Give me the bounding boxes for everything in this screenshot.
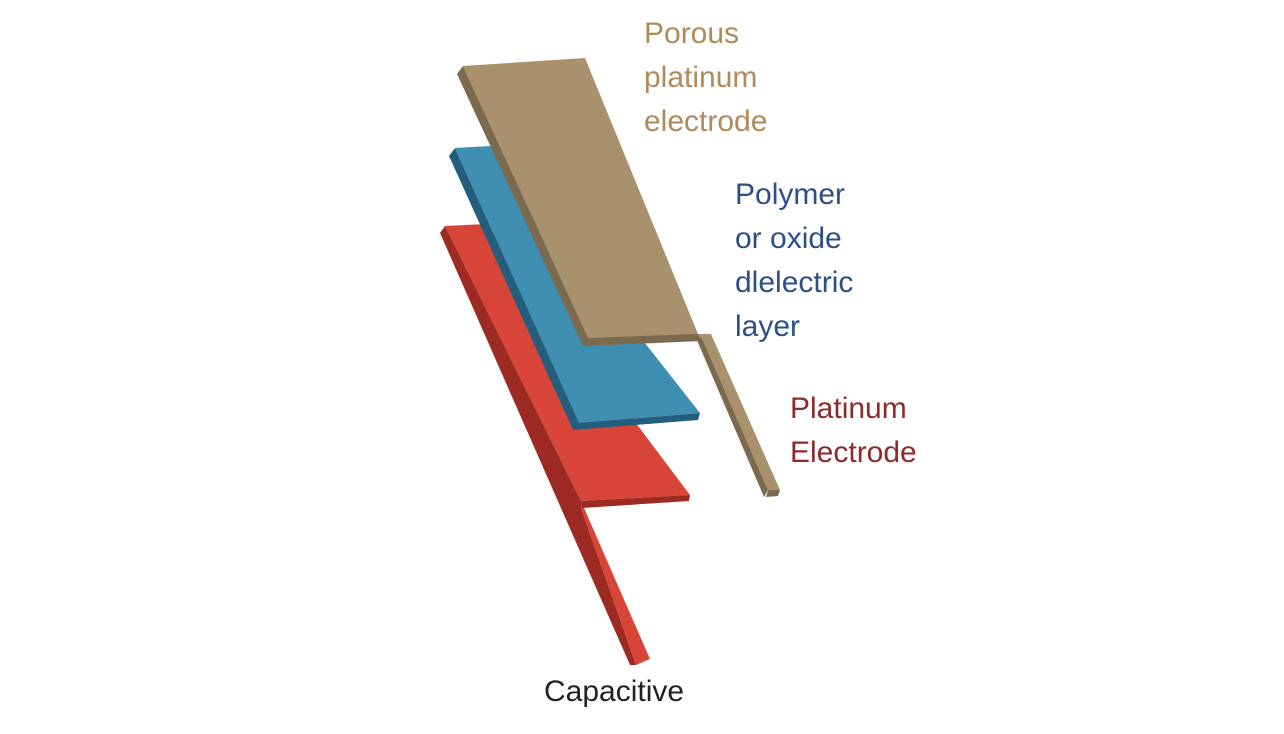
porous-label-line-2: platinum [644,61,758,94]
porous-electrode-lead-side [696,338,768,497]
porous-electrode-side [457,66,588,346]
dielectric-label-line-4: layer [735,310,801,343]
dielectric-layer-edge [573,413,700,430]
platinum-electrode-side [440,226,636,665]
dielectric-label-line-1: Polymer [735,178,846,211]
platinum-electrode-label: Platinum Electrode [790,387,917,475]
porous-label-line-1: Porous [644,17,740,50]
dielectric-label-line-3: dlelectric [735,266,854,299]
dielectric-label-line-2: or oxide [735,222,842,255]
caption-text: Capacitive [544,675,685,708]
platinum-label-line-2: Electrode [790,436,917,469]
porous-electrode-top [463,58,780,490]
dielectric-layer-side [449,148,579,430]
platinum-electrode-edge [581,495,690,508]
diagram-caption: Capacitive [544,670,684,714]
dielectric-layer-label: Polymer or oxide dlelectric layer [735,173,853,349]
platinum-label-line-1: Platinum [790,392,907,425]
porous-electrode-edge [583,334,702,346]
porous-label-line-3: electrode [644,105,768,138]
platinum-electrode-top [445,224,690,665]
platinum-electrode-layer [440,224,690,665]
porous-electrode-lead-end [766,490,780,497]
porous-platinum-electrode-layer [457,58,780,497]
porous-platinum-electrode-label: Porous platinum electrode [644,12,767,144]
